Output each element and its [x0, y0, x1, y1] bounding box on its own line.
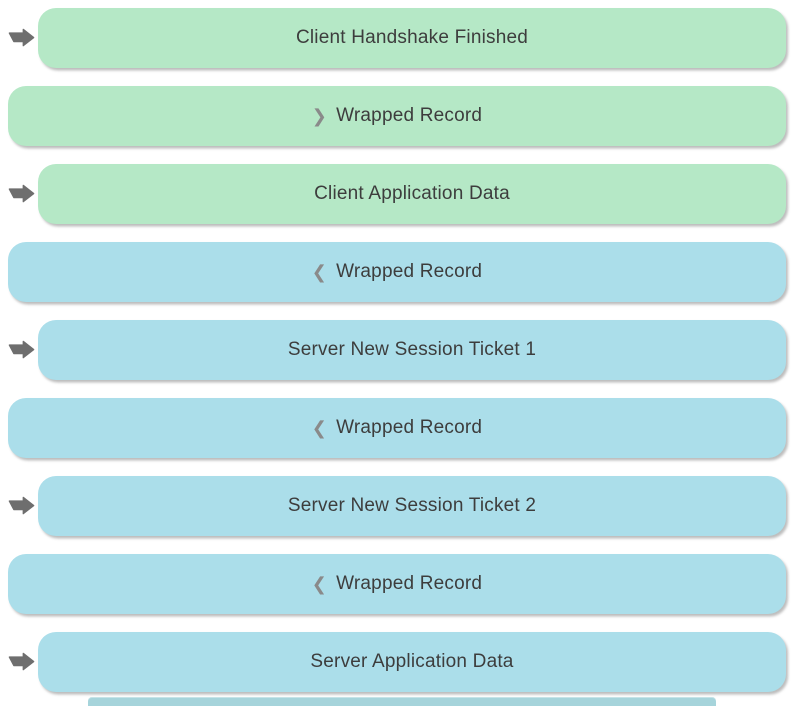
sent-arrow-icon: [8, 652, 35, 671]
chevron-left-icon: ❮: [311, 262, 328, 283]
record-server-new-session-ticket-1[interactable]: Server New Session Ticket 1: [38, 320, 786, 380]
record-line: Server Application Data: [0, 632, 800, 692]
record-server-application-data[interactable]: Server Application Data: [38, 632, 786, 692]
record-line: Server New Session Ticket 2: [0, 476, 800, 536]
record-label: Server New Session Ticket 1: [287, 339, 537, 360]
next-record-peek[interactable]: [88, 697, 716, 706]
record-line: ❮ Wrapped Record: [0, 554, 800, 614]
record-line: Client Application Data: [0, 164, 800, 224]
chevron-left-icon: ❮: [311, 574, 328, 595]
sent-arrow-icon: [8, 340, 35, 359]
record-label: Server Application Data: [310, 651, 514, 672]
record-label: Server New Session Ticket 2: [287, 495, 537, 516]
record-client-handshake-finished[interactable]: Client Handshake Finished: [38, 8, 786, 68]
record-wrapped-record-1[interactable]: ❯ Wrapped Record: [8, 86, 786, 146]
record-client-application-data[interactable]: Client Application Data: [38, 164, 786, 224]
sent-arrow-icon: [8, 184, 35, 203]
record-line: Client Handshake Finished: [0, 8, 800, 68]
record-server-new-session-ticket-2[interactable]: Server New Session Ticket 2: [38, 476, 786, 536]
sent-arrow-icon: [8, 28, 35, 47]
record-line: Server New Session Ticket 1: [0, 320, 800, 380]
record-line: ❮ Wrapped Record: [0, 242, 800, 302]
record-line: ❮ Wrapped Record: [0, 398, 800, 458]
record-label: Client Handshake Finished: [295, 27, 529, 48]
record-wrapped-record-4[interactable]: ❮ Wrapped Record: [8, 554, 786, 614]
record-wrapped-record-2[interactable]: ❮ Wrapped Record: [8, 242, 786, 302]
sent-arrow-icon: [8, 496, 35, 515]
record-label: Wrapped Record: [336, 105, 483, 126]
record-wrapped-record-3[interactable]: ❮ Wrapped Record: [8, 398, 786, 458]
record-label: Wrapped Record: [336, 417, 483, 438]
record-label: Client Application Data: [314, 183, 510, 204]
chevron-right-icon: ❯: [311, 106, 328, 127]
record-label: Wrapped Record: [336, 261, 483, 282]
record-label: Wrapped Record: [336, 573, 483, 594]
record-line: ❯ Wrapped Record: [0, 86, 800, 146]
chevron-left-icon: ❮: [311, 418, 328, 439]
